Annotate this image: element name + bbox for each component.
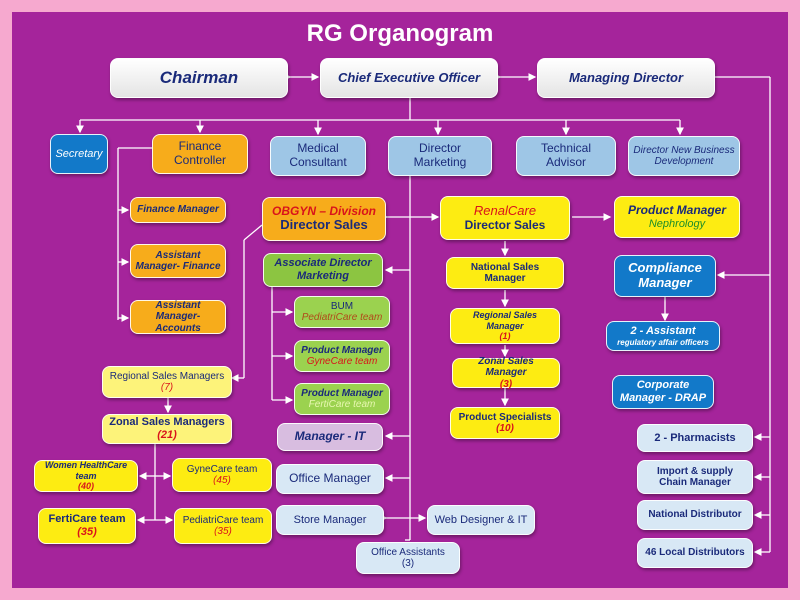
secretary-box: Secretary bbox=[50, 134, 108, 174]
pm-nephrology-sub: Nephrology bbox=[648, 217, 706, 230]
pm-ferticare-team: FertiCare team bbox=[308, 399, 376, 410]
manager-it-box: Manager - IT bbox=[277, 423, 383, 451]
regional-sales-manager-count: (1) bbox=[499, 331, 511, 342]
women-healthcare-count: (40) bbox=[77, 481, 94, 492]
pharmacists-box: 2 - Pharmacists bbox=[637, 424, 753, 452]
zonal-sales-manager-box: Zonal Sales Manager (3) bbox=[452, 355, 560, 390]
gynecare-team-title: GyneCare team bbox=[186, 463, 258, 475]
product-specialists-title: Product Specialists bbox=[458, 411, 552, 423]
regional-sales-managers-title: Regional Sales Managers bbox=[109, 370, 225, 382]
bum-box: BUM PediatriCare team bbox=[294, 296, 390, 328]
web-designer-box: Web Designer & IT bbox=[427, 505, 535, 535]
assistant-manager-finance-box: Assistant Manager- Finance bbox=[130, 244, 226, 278]
ferticare-team-box: FertiCare team (35) bbox=[38, 508, 136, 544]
pm-ferticare-title: Product Manager bbox=[301, 387, 383, 399]
technical-advisor-box: Technical Advisor bbox=[516, 136, 616, 176]
zonal-sales-manager-title: Zonal Sales Manager bbox=[478, 355, 534, 379]
office-assistants-box: Office Assistants (3) bbox=[356, 542, 460, 574]
women-healthcare-team-box: Women HealthCare team (40) bbox=[34, 460, 138, 492]
finance-controller-box: Finance Controller bbox=[152, 134, 248, 174]
pediatricare-team-count: (35) bbox=[214, 526, 232, 537]
product-specialists-count: (10) bbox=[496, 423, 514, 434]
product-manager-ferticare-box: Product Manager FertiCare team bbox=[294, 383, 390, 415]
store-manager-box: Store Manager bbox=[276, 505, 384, 535]
ferticare-team-count: (35) bbox=[77, 526, 97, 538]
director-new-business-box: Director New Business Development bbox=[628, 136, 740, 176]
local-distributors-box: 46 Local Distributors bbox=[637, 538, 753, 568]
regional-sales-manager-box: Regional Sales Manager (1) bbox=[450, 308, 560, 344]
regional-sales-managers-count: (7) bbox=[160, 382, 174, 393]
associate-director-marketing-box: Associate Director Marketing bbox=[263, 253, 383, 287]
assistant-regulatory-title: 2 - Assistant bbox=[630, 325, 696, 338]
product-manager-nephrology-box: Product Manager Nephrology bbox=[614, 196, 740, 238]
bum-team: PediatriCare team bbox=[301, 312, 383, 323]
zonal-sales-managers-count: (21) bbox=[157, 429, 177, 441]
director-marketing-box: Director Marketing bbox=[388, 136, 492, 176]
gynecare-team-count: (45) bbox=[213, 475, 231, 486]
regional-sales-managers-box: Regional Sales Managers (7) bbox=[102, 366, 232, 398]
pm-nephrology-title: Product Manager bbox=[627, 202, 726, 217]
regional-sales-manager-title: Regional Sales Manager bbox=[472, 310, 538, 331]
national-sales-manager-box: National Sales Manager bbox=[446, 257, 564, 289]
bum-title: BUM bbox=[330, 300, 354, 312]
assistant-manager-accounts-box: Assistant Manager- Accounts bbox=[130, 300, 226, 334]
obgyn-division-label: OBGYN – Division bbox=[271, 203, 377, 218]
pm-gynecare-team: GyneCare team bbox=[306, 356, 378, 367]
national-distributor-box: National Distributor bbox=[637, 500, 753, 530]
ferticare-team-title: FertiCare team bbox=[48, 513, 126, 526]
office-assistants-count: (3) bbox=[401, 558, 415, 569]
renalcare-director-sales-box: RenalCare Director Sales bbox=[440, 196, 570, 240]
zonal-sales-managers-title: Zonal Sales Managers bbox=[109, 416, 225, 429]
renalcare-label: RenalCare bbox=[473, 202, 537, 218]
zonal-sales-manager-count: (3) bbox=[499, 378, 513, 390]
finance-manager-box: Finance Manager bbox=[130, 197, 226, 223]
managing-director-box: Managing Director bbox=[537, 58, 715, 98]
ceo-box: Chief Executive Officer bbox=[320, 58, 498, 98]
product-specialists-box: Product Specialists (10) bbox=[450, 407, 560, 439]
obgyn-director-label: Director Sales bbox=[280, 217, 368, 233]
chairman-box: Chairman bbox=[110, 58, 288, 98]
gynecare-team-box: GyneCare team (45) bbox=[172, 458, 272, 492]
women-healthcare-title: Women HealthCare team bbox=[44, 460, 128, 481]
product-manager-gynecare-box: Product Manager GyneCare team bbox=[294, 340, 390, 372]
office-assistants-title: Office Assistants bbox=[371, 546, 445, 558]
pm-gynecare-title: Product Manager bbox=[301, 344, 383, 356]
pediatricare-team-title: PediatriCare team bbox=[182, 514, 264, 526]
renalcare-director-label: Director Sales bbox=[464, 217, 546, 232]
zonal-sales-managers-box: Zonal Sales Managers (21) bbox=[102, 414, 232, 444]
pediatricare-team-box: PediatriCare team (35) bbox=[174, 508, 272, 544]
assistant-regulatory-box: 2 - Assistant regulatory affair officers bbox=[606, 321, 720, 351]
corporate-manager-drap-box: Corporate Manager - DRAP bbox=[612, 375, 714, 409]
compliance-manager-box: Compliance Manager bbox=[614, 255, 716, 297]
medical-consultant-box: Medical Consultant bbox=[270, 136, 366, 176]
obgyn-director-sales-box: OBGYN – Division Director Sales bbox=[262, 197, 386, 241]
assistant-regulatory-sub: regulatory affair officers bbox=[617, 337, 709, 347]
office-manager-box: Office Manager bbox=[276, 464, 384, 494]
page-title: RG Organogram bbox=[306, 20, 494, 47]
import-supply-chain-box: Import & supply Chain Manager bbox=[637, 460, 753, 494]
